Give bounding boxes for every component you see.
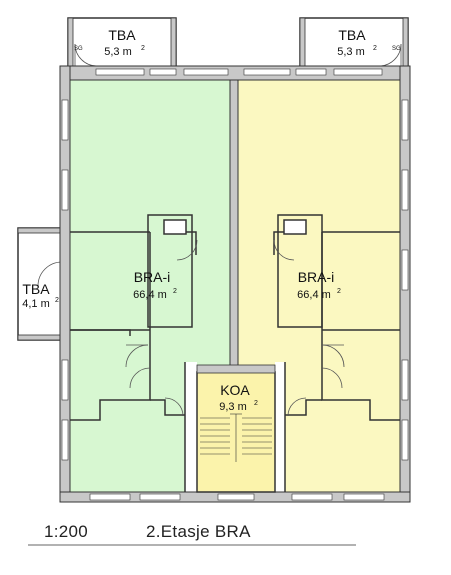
interior-walls-left <box>70 214 197 492</box>
drawing-title: 2.Etasje BRA <box>146 522 251 541</box>
svg-text:SG: SG <box>392 46 401 52</box>
svg-text:66,4 m: 66,4 m <box>297 289 331 301</box>
svg-text:KOA: KOA <box>220 382 250 398</box>
stair-core <box>196 364 276 493</box>
svg-text:SG: SG <box>74 46 83 52</box>
label-stair: KOA 9,3 m 2 <box>219 382 258 413</box>
svg-text:2: 2 <box>337 288 341 295</box>
svg-text:2: 2 <box>141 45 145 52</box>
svg-text:BRA-i: BRA-i <box>134 269 171 285</box>
svg-text:66,4 m: 66,4 m <box>133 289 167 301</box>
svg-text:TBA: TBA <box>108 27 136 43</box>
balcony-left <box>67 17 177 71</box>
label-balcony-side: TBA 4,1 m 2 <box>22 281 59 310</box>
svg-text:TBA: TBA <box>22 281 50 297</box>
svg-text:2: 2 <box>373 45 377 52</box>
party-wall <box>229 79 239 371</box>
label-balcony-right: TBA 5,3 m 2 SG <box>337 27 401 58</box>
label-apartment-right: BRA-i 66,4 m 2 <box>297 269 341 301</box>
svg-text:BRA-i: BRA-i <box>298 269 335 285</box>
interior-walls-right <box>273 214 400 492</box>
label-apartment-left: BRA-i 66,4 m 2 <box>133 269 177 301</box>
balcony-right <box>299 17 409 71</box>
door-swings <box>125 239 345 417</box>
svg-text:2: 2 <box>173 288 177 295</box>
balcony-side <box>17 227 63 341</box>
svg-text:2: 2 <box>254 400 258 407</box>
svg-text:5,3 m: 5,3 m <box>104 46 132 58</box>
label-balcony-left: TBA 5,3 m 2 SG <box>74 27 145 58</box>
svg-text:5,3 m: 5,3 m <box>337 46 365 58</box>
svg-text:TBA: TBA <box>338 27 366 43</box>
svg-text:4,1 m: 4,1 m <box>22 298 50 310</box>
scale-label: 1:200 <box>44 522 89 541</box>
windows <box>61 68 409 501</box>
svg-text:9,3 m: 9,3 m <box>219 401 247 413</box>
svg-text:2: 2 <box>55 297 59 304</box>
